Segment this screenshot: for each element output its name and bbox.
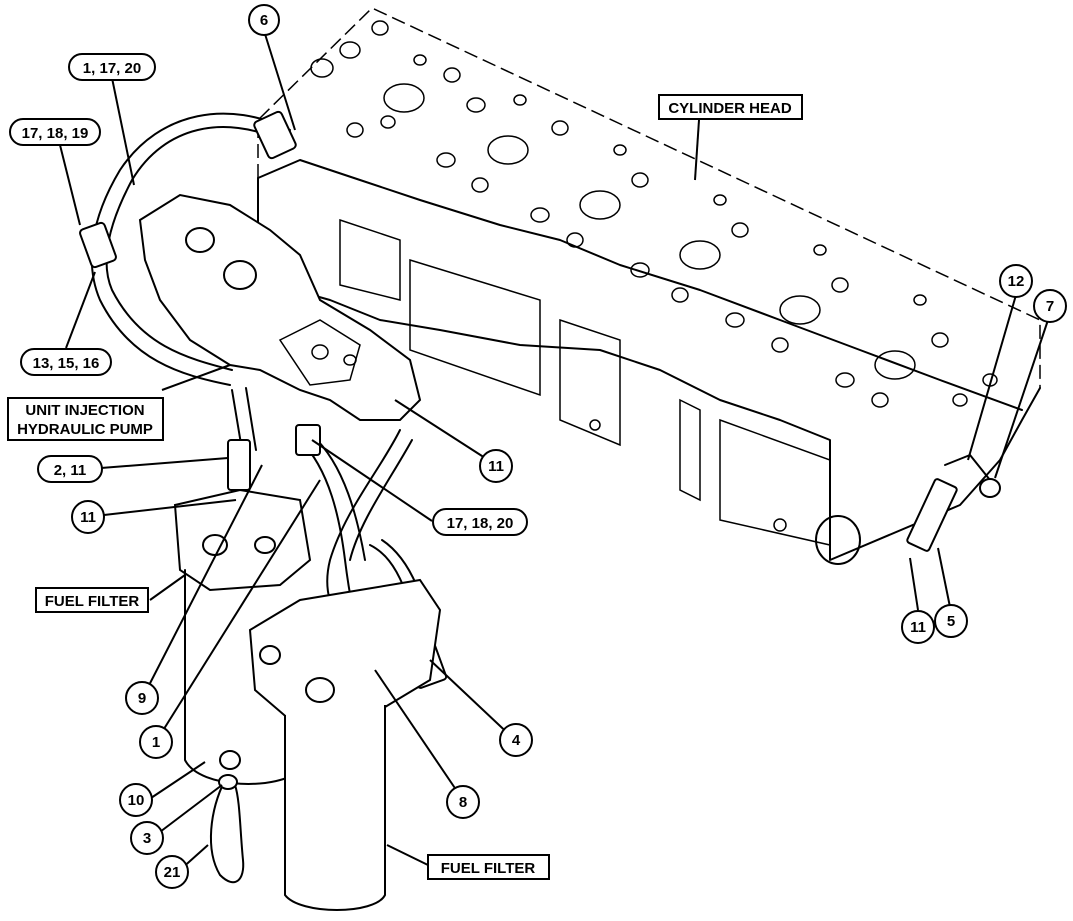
label-fuel-filter-lower-text: FUEL FILTER [441, 860, 536, 877]
label-fuel-filter-upper: FUEL FILTER [35, 587, 149, 613]
callout-3-text: 3 [143, 830, 151, 847]
callout-11-left: 11 [71, 500, 105, 534]
drain-line [210, 750, 245, 884]
callout-7-text: 7 [1046, 298, 1054, 315]
callout-8-text: 8 [459, 794, 467, 811]
callout-4: 4 [499, 723, 533, 757]
callout-1: 1 [139, 725, 173, 759]
callout-1-17-20-text: 1, 17, 20 [83, 60, 141, 77]
fuel-filter-lower [248, 578, 442, 911]
callout-11-right-text: 11 [910, 619, 926, 636]
label-cylinder-head: CYLINDER HEAD [658, 94, 803, 120]
callout-9-text: 9 [138, 690, 146, 707]
label-fuel-filter-upper-text: FUEL FILTER [45, 593, 140, 610]
callout-13-15-16: 13, 15, 16 [20, 348, 112, 376]
callout-5: 5 [934, 604, 968, 638]
callout-8: 8 [446, 785, 480, 819]
callout-17-18-20: 17, 18, 20 [432, 508, 528, 536]
callout-4-text: 4 [512, 732, 521, 749]
callout-11-right: 11 [901, 610, 935, 644]
callout-10: 10 [119, 783, 153, 817]
callout-5-text: 5 [947, 613, 955, 630]
callout-1-text: 1 [152, 734, 160, 751]
callout-11-mid-text: 11 [488, 458, 504, 475]
callout-2-11: 2, 11 [37, 455, 103, 483]
label-pump-line1: UNIT INJECTION [25, 402, 144, 419]
callout-21-text: 21 [164, 864, 181, 881]
callout-2-11-text: 2, 11 [54, 462, 87, 479]
callout-21: 21 [155, 855, 189, 889]
label-pump-line2: HYDRAULIC PUMP [17, 421, 153, 438]
cylinder-head [257, 7, 1041, 565]
leader-lines [59, 33, 1049, 871]
callout-3: 3 [130, 821, 164, 855]
callout-13-15-16-text: 13, 15, 16 [33, 355, 100, 372]
callout-10-text: 10 [128, 792, 145, 809]
callout-1-17-20: 1, 17, 20 [68, 53, 156, 81]
callout-6: 6 [248, 4, 280, 36]
callout-11-mid: 11 [479, 449, 513, 483]
label-cylinder-head-text: CYLINDER HEAD [668, 100, 792, 117]
callout-17-18-19: 17, 18, 19 [9, 118, 101, 146]
callout-9: 9 [125, 681, 159, 715]
unit-injection-hydraulic-pump [138, 193, 422, 421]
callout-17-18-20-text: 17, 18, 20 [447, 515, 514, 532]
callout-11-left-text: 11 [80, 509, 96, 526]
label-unit-injection-hydraulic-pump: UNIT INJECTION HYDRAULIC PUMP [7, 397, 164, 441]
callout-12: 12 [999, 264, 1033, 298]
callout-17-18-19-text: 17, 18, 19 [22, 125, 89, 142]
callout-7: 7 [1033, 289, 1067, 323]
label-fuel-filter-lower: FUEL FILTER [427, 854, 550, 880]
callout-6-text: 6 [260, 12, 268, 29]
fittings [79, 110, 1001, 689]
callout-12-text: 12 [1008, 273, 1025, 290]
